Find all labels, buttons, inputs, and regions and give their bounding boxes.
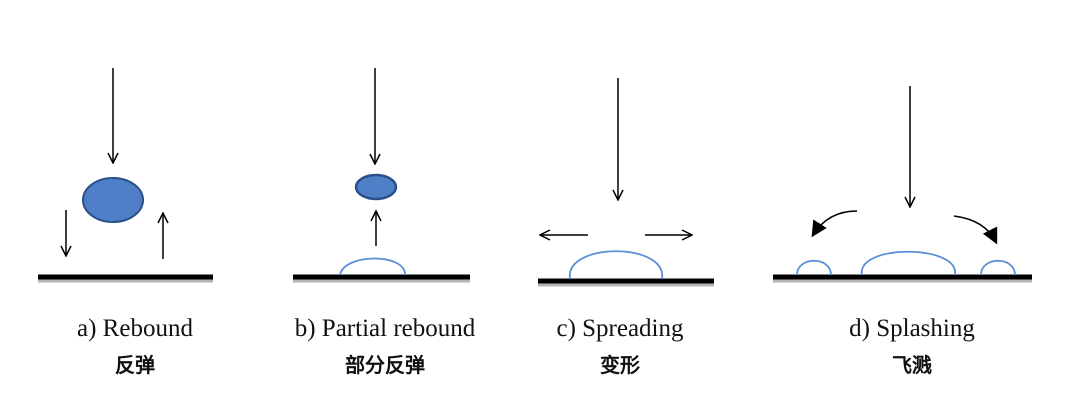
splash-droplet-left: [796, 260, 832, 276]
panel-a-rebound: [38, 68, 213, 283]
panel-label-d: d) Splashing: [849, 315, 975, 342]
splash-droplet-right: [980, 260, 1016, 276]
panel-label-zh-a: 反弹: [115, 353, 155, 377]
spread-film-c: [569, 250, 663, 280]
droplet-b: [354, 173, 398, 201]
panel-label-b: b) Partial rebound: [294, 315, 476, 342]
splash-arrow-right: [953, 215, 998, 245]
panel-b-partial-rebound: [293, 68, 470, 283]
caption-spreading: c) Spreading 变形: [485, 312, 755, 380]
splash-arrow-left: [811, 210, 858, 238]
panel-label-zh-d: 飞溅: [892, 353, 932, 377]
panel-label-zh-c: 变形: [600, 353, 640, 377]
caption-partial-rebound: b) Partial rebound 部分反弹: [250, 312, 520, 380]
caption-splashing: d) Splashing 飞溅: [777, 312, 1047, 380]
panel-label-zh-b: 部分反弹: [345, 353, 425, 377]
panel-d-splashing: [773, 86, 1032, 283]
main-film-d: [861, 250, 956, 276]
residual-film-b: [339, 257, 406, 276]
droplet-a: [82, 177, 144, 223]
panel-label-c: c) Spreading: [556, 315, 684, 342]
panel-c-spreading: [538, 78, 714, 287]
caption-rebound: a) Rebound 反弹: [0, 312, 270, 380]
panel-label-a: a) Rebound: [77, 315, 193, 342]
